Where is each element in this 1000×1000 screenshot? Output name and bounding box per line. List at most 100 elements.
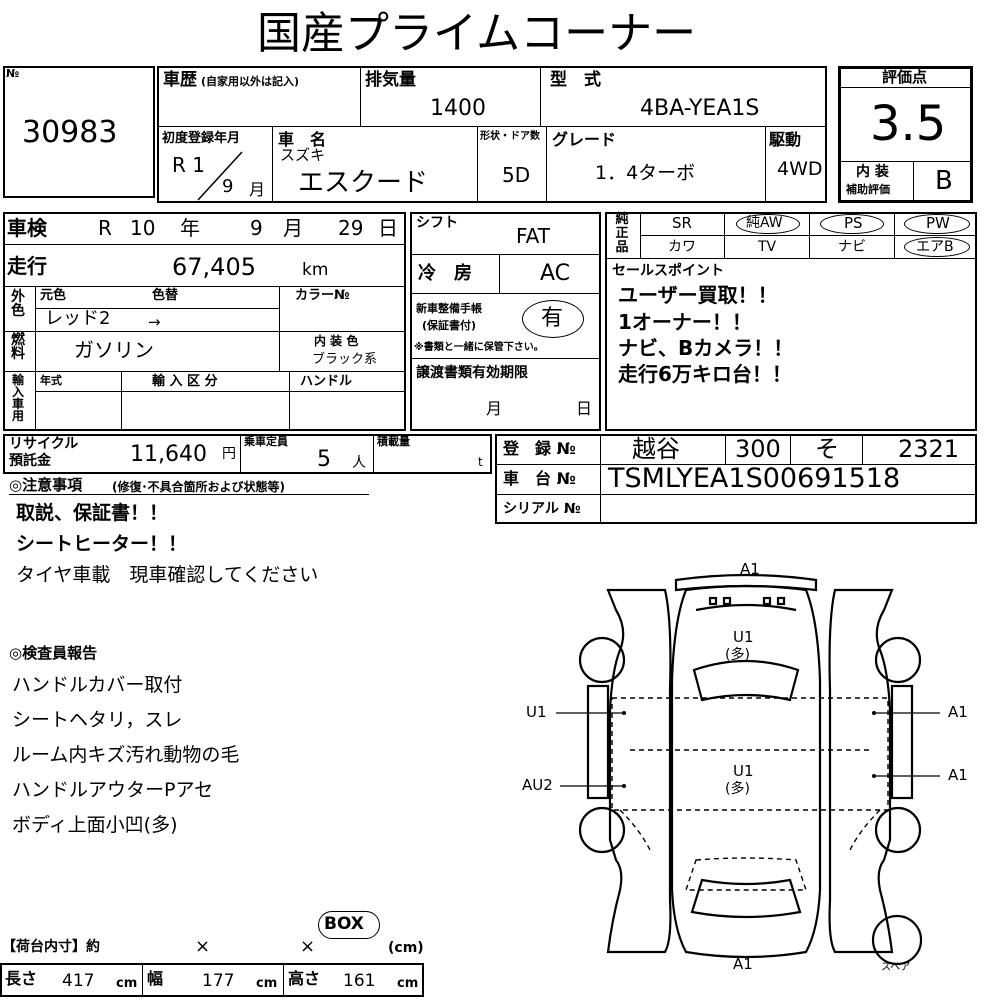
transfer-label: 譲渡書類有効期限 [416,365,528,381]
history-label: 車歴 [163,70,197,90]
cargo-unit: (cm) [388,940,424,956]
note-line-1: 取説、保証書！！ [16,502,169,524]
grade-label: グレード [552,130,617,149]
dims-length-label: 長さ [5,969,38,988]
shift-label: シフト [416,215,458,231]
equip-airbag-circle [904,237,970,257]
model-label: 型 式 [550,70,601,90]
manual-label-2: (保証書付) [422,319,477,332]
box-circle [318,911,380,939]
registration-era: R 1 [172,153,205,177]
diag-left-upper: U1 [526,703,547,721]
aircon-value: AC [540,261,571,286]
interior-label-1: 内 装 [856,164,889,180]
selling-point-4: 走行6万キロ台！！ [618,362,792,386]
plate-class: 300 [735,435,781,463]
inspector-label: ◎検査員報告 [9,644,98,662]
equip-leather: カワ [668,239,696,255]
inspector-line-2: シートヘタリ，スレ [12,709,183,731]
notes-label-note: (修復･不具合箇所および状態等) [112,480,285,494]
dims-length-unit: cm [116,976,138,991]
mileage-unit: km [302,260,329,280]
dims-length: 417 [62,971,95,991]
dims-width-unit: cm [256,976,278,991]
drive-value: 4WD [777,158,823,180]
equip-tv: TV [758,239,777,255]
plate-label: 登 録 № [503,439,576,458]
car-name-label: 車 名 [278,130,327,149]
capacity-value: 5 [317,447,331,472]
interior-color-value: ブラック系 [312,352,378,367]
recycle-label-1: リサイクル [9,436,79,452]
shift-box [410,212,601,431]
dims-height-unit: cm [397,976,419,991]
cargo-label: 【荷台内寸】約 [2,939,100,955]
color-orig-value: レッド2 [45,308,111,329]
equipment-side-label: 純正品 [615,212,629,255]
color-arrow: → [148,313,161,331]
dims-width: 177 [202,971,235,991]
manual-note: ※書類と一緒に保管下さい。 [414,342,544,353]
load-unit: t [478,455,483,469]
fuel-side-label: 燃料 [11,332,25,362]
drive-label: 駆動 [769,130,802,149]
rating-label: 評価点 [882,68,928,86]
diag-left-lower: AU2 [522,776,553,794]
rating-box [838,66,973,203]
mileage-value: 67,405 [172,253,256,281]
mileage-label: 走行 [7,254,47,278]
import-side-label: 輸入車用 [11,373,24,423]
chassis-value: TSMLYEA1S00691518 [608,463,901,494]
rating-score: 3.5 [870,96,947,152]
inspection-label: 車検 [7,216,47,240]
import-handle-label: ハンドル [300,374,353,389]
manual-circle [522,300,584,338]
car-name: エスクード [298,168,429,198]
equip-sr: SR [672,214,692,232]
recycle-label-2: 預託金 [9,453,51,469]
recycle-box [3,434,492,474]
color-code-label: カラー№ [295,288,350,303]
note-line-2: シートヒーター！！ [16,533,188,555]
diag-bottom: A1 [733,955,753,973]
manual-label-1: 新車整備手帳 [416,302,482,315]
cargo-x1: × [195,936,211,957]
recycle-unit: 円 [222,446,236,462]
recycle-value: 11,640 [130,442,207,467]
lot-no-label: № [6,67,20,80]
equip-aw-circle [736,214,800,234]
color-side-label: 外色 [11,289,25,319]
inspection-era: R [98,216,112,240]
inspector-line-1: ハンドルカバー取付 [12,674,183,696]
inspection-day-unit: 日 [378,216,398,240]
transfer-month-unit: 月 [486,399,503,418]
capacity-unit: 人 [352,455,366,471]
equip-navi: ナビ [838,239,866,255]
page-title: 国産プライムコーナー [257,8,697,59]
dims-box [0,963,424,997]
diag-top: A1 [740,560,760,578]
capacity-label: 乗車定員 [244,435,288,448]
color-orig-label: 元色 [40,288,67,303]
plate-region: 越谷 [632,435,680,463]
diag-right-upper: A1 [948,703,968,721]
interior-color-label: 内 装 色 [314,334,359,348]
chassis-label: 車 台 № [503,469,576,488]
lot-number-box [3,66,155,198]
equipment-box [605,212,977,431]
displacement-label: 排気量 [365,70,416,90]
note-line-3: タイヤ車載 現車確認してください [16,564,319,586]
history-note: (自家用以外は記入) [201,75,300,88]
equip-airbag: エアB [916,239,954,255]
interior-label-2: 補助評価 [846,183,890,196]
equip-pw-circle [904,214,970,234]
selling-point-2: 1オーナー！！ [618,310,752,334]
aircon-label: 冷 房 [418,263,472,284]
serial-label: シリアル № [503,501,581,517]
registration-month: 9 [222,176,234,197]
vehicle-info-box [157,66,827,203]
dims-width-label: 幅 [147,969,164,988]
selling-point-1: ユーザー買取！！ [618,283,778,307]
model-value: 4BA-YEA1S [640,96,760,121]
displacement-value: 1400 [430,96,486,121]
